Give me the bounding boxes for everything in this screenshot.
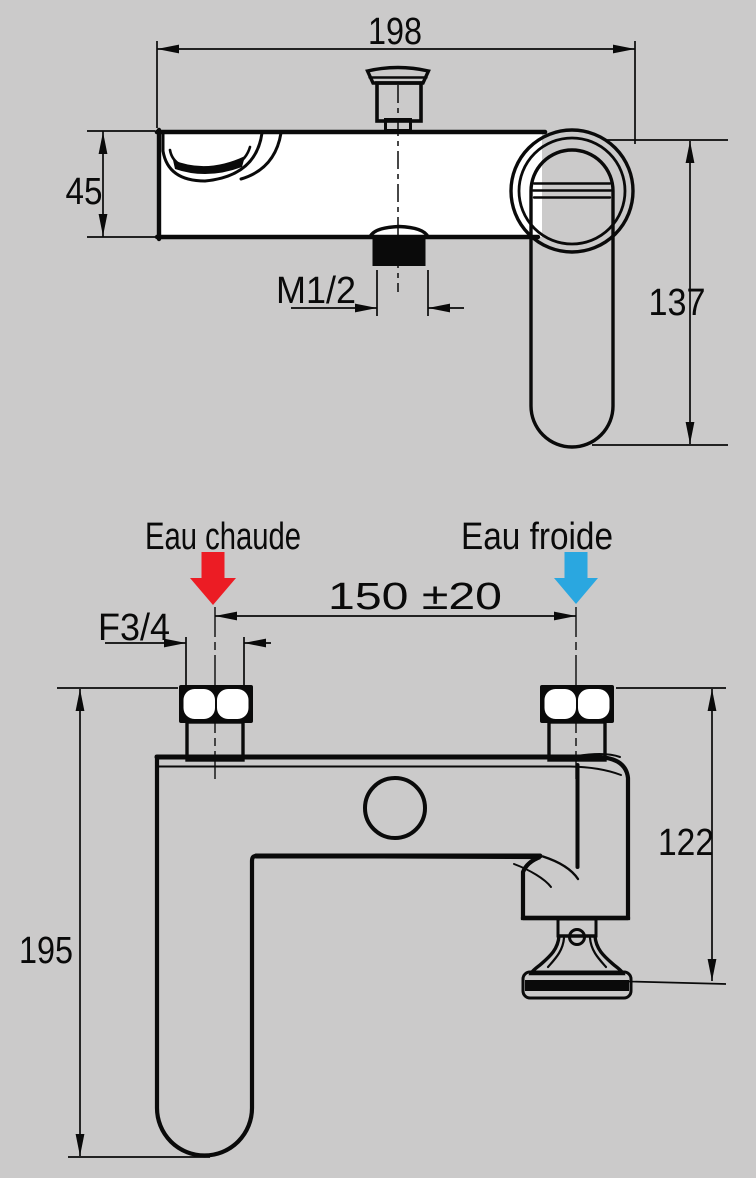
lever-handle-side — [529, 148, 615, 449]
dim-label-body-height: 45 — [66, 171, 103, 213]
mixer-body-front — [154, 753, 631, 1158]
shower-outlet-thread — [367, 224, 431, 266]
hot-water-label: Eau chaude — [145, 516, 301, 558]
diverter-knob — [365, 65, 431, 132]
dim-label-inlet-thread: F3/4 — [98, 607, 170, 649]
dim-inlet-thread-f34: F3/4 — [98, 607, 271, 686]
hot-water-arrow-icon — [190, 552, 236, 605]
handshower-outlet — [520, 915, 633, 1000]
dim-outlet-height-122: 122 — [609, 687, 727, 985]
tub-spout — [161, 131, 283, 183]
dim-body-height-45: 45 — [66, 130, 155, 238]
dim-label-width: 198 — [368, 11, 422, 53]
dim-label-handle-length: 137 — [649, 282, 706, 324]
diverter-button-front — [363, 776, 427, 840]
mixer-body-side — [154, 127, 548, 242]
dim-total-height-195: 195 — [19, 687, 210, 1158]
dim-width-198: 198 — [156, 11, 636, 144]
dim-label-total-height: 195 — [19, 930, 73, 972]
dim-label-inlet-spacing: 150 ±20 — [328, 576, 502, 618]
dim-outlet-thread-m12: M1/2 — [276, 270, 464, 316]
dim-label-outlet-height: 122 — [658, 822, 714, 864]
cold-water-arrow-icon — [554, 552, 598, 604]
front-view: Eau chaude Eau froide — [19, 516, 727, 1158]
hot-inlet-hex-nut — [179, 685, 253, 723]
cold-inlet-hex-nut — [540, 685, 614, 723]
dim-label-outlet-thread: M1/2 — [276, 270, 356, 312]
cartridge-and-handle — [509, 128, 635, 449]
dim-inlet-spacing-150: 150 ±20 — [215, 576, 576, 621]
side-view: 198 45 137 M1/2 — [66, 11, 728, 449]
cold-water-label: Eau froide — [461, 516, 613, 558]
dim-handle-length-137: 137 — [592, 139, 728, 446]
